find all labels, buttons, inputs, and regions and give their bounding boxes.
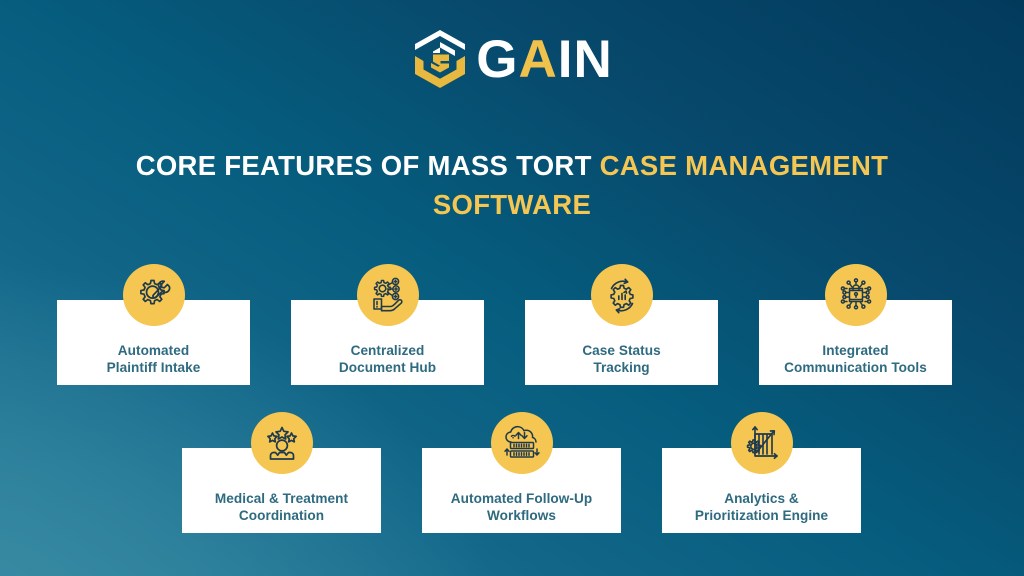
feature-card-label: Centralized Document Hub: [338, 342, 437, 375]
page-title-part-white: CORE FEATURES OF MASS TORT: [135, 150, 600, 181]
page-title: CORE FEATURES OF MASS TORT CASE MANAGEME…: [62, 146, 962, 224]
feature-card-label: Medical & Treatment Coordination: [214, 490, 349, 523]
gain-hexagon-logo-icon: [415, 30, 466, 88]
gear-wrench-icon: [122, 264, 185, 326]
feature-card-medical-treatment-coordination[interactable]: Medical & Treatment Coordination: [182, 412, 381, 533]
gear-refresh-chart-icon: [590, 264, 653, 326]
feature-card-centralized-document-hub[interactable]: Centralized Document Hub: [291, 264, 484, 385]
person-stars-icon: [250, 412, 313, 474]
feature-card-integrated-communication-tools[interactable]: Integrated Communication Tools: [759, 264, 952, 385]
page-title-part-gold-2: SOFTWARE: [432, 189, 592, 221]
feature-row-top: Automated Plaintiff Intake: [57, 264, 952, 385]
feature-row-bottom: Medical & Treatment Coordination Automat…: [182, 412, 861, 533]
feature-card-label: Case Status Tracking: [582, 342, 661, 375]
wordmark-letter-n: N: [573, 29, 613, 89]
feature-card-label: Integrated Communication Tools: [784, 342, 927, 375]
chart-gear-growth-icon: [730, 412, 793, 474]
cloud-server-arrows-icon: [490, 412, 553, 474]
wordmark-letter-a: A: [518, 29, 558, 89]
hand-gears-network-icon: [356, 264, 419, 326]
wordmark-letter-i: I: [557, 29, 574, 89]
feature-card-label: Analytics & Prioritization Engine: [694, 490, 829, 523]
feature-card-automated-follow-up-workflows[interactable]: Automated Follow-Up Workflows: [422, 412, 621, 533]
wordmark-letter-g: G: [476, 29, 519, 89]
feature-card-label: Automated Plaintiff Intake: [106, 342, 201, 375]
page-title-part-gold: CASE MANAGEMENT: [599, 150, 889, 181]
feature-card-label: Automated Follow-Up Workflows: [450, 490, 593, 523]
feature-card-case-status-tracking[interactable]: Case Status Tracking: [525, 264, 718, 385]
feature-card-automated-plaintiff-intake[interactable]: Automated Plaintiff Intake: [57, 264, 250, 385]
feature-card-analytics-prioritization-engine[interactable]: Analytics & Prioritization Engine: [662, 412, 861, 533]
circuit-lock-icon: [824, 264, 887, 326]
